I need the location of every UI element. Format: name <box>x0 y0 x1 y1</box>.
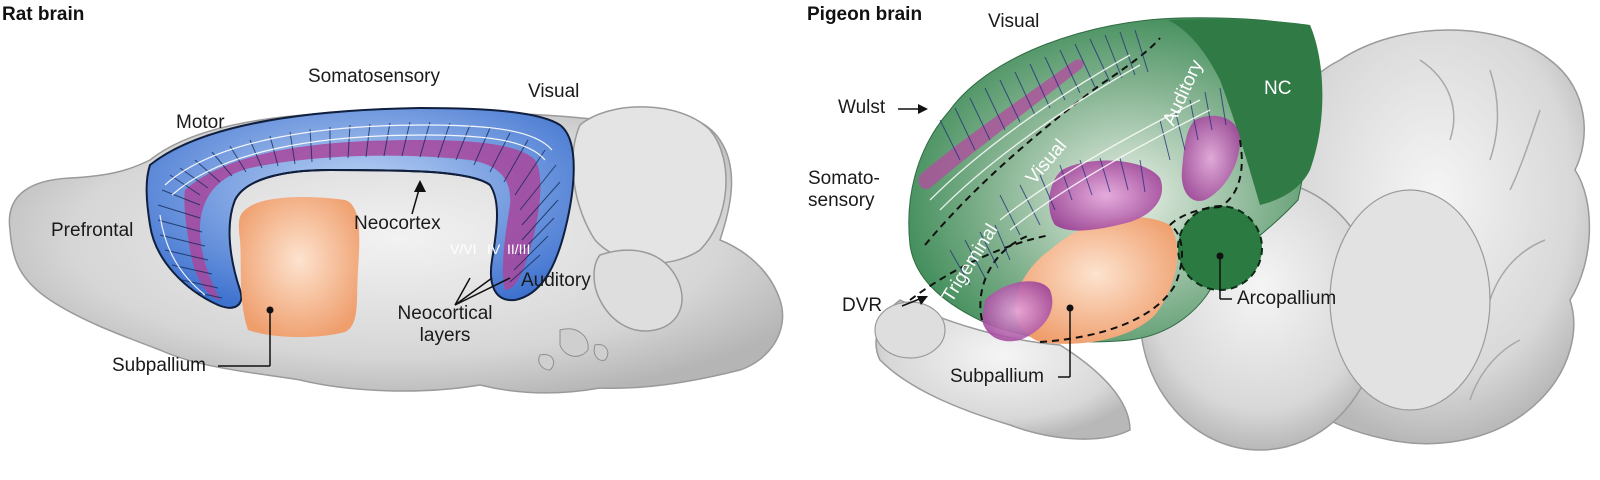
pigeon-subpallium-region <box>1015 217 1178 344</box>
rat-label-layers-ii-iii: II/III <box>507 241 531 257</box>
pigeon-label-somato-line2: sensory <box>808 190 875 211</box>
rat-neocortex-arrowhead <box>414 180 426 192</box>
rat-label-neocortical-line1: Neocortical <box>397 303 493 324</box>
pigeon-white-bands <box>929 54 1211 231</box>
pigeon-label-arcopallium: Arcopallium <box>1237 288 1337 309</box>
rat-subpallium-dot <box>266 306 274 314</box>
pigeon-dashed-boundaries <box>909 37 1243 343</box>
pigeon-label-somato-line1: Somato- <box>808 168 880 189</box>
rat-leader-lines <box>218 185 511 367</box>
rat-label-somatosensory: Somatosensory <box>308 66 441 87</box>
rat-subpallium-region <box>238 197 360 338</box>
rat-brainstem <box>593 249 683 332</box>
rat-label-neocortex: Neocortex <box>354 213 441 234</box>
pigeon-wulst-arrowhead <box>918 104 928 114</box>
rat-label-subpallium: Subpallium <box>112 355 206 376</box>
pigeon-optic-lobe-inner <box>1329 189 1491 411</box>
pigeon-nc-region <box>1168 19 1323 205</box>
rat-label-neocortical-line2: layers <box>419 325 471 346</box>
pigeon-label-somatosensory: Somato- sensory <box>808 168 880 212</box>
pigeon-olfactory-bulb <box>874 301 946 359</box>
pigeon-brain-panel: Pigeon brain Visual Wulst Somato- sensor… <box>800 0 1600 480</box>
pigeon-cerebellum-folds <box>1419 59 1546 401</box>
pigeon-magenta-region-b <box>1181 115 1240 201</box>
rat-neocortex-inner-edge <box>234 168 491 201</box>
rat-label-prefrontal: Prefrontal <box>51 220 134 241</box>
pigeon-label-subpallium: Subpallium <box>950 366 1044 387</box>
pigeon-magenta-region-a <box>1049 160 1163 231</box>
pigeon-label-visual-top: Visual <box>988 11 1040 32</box>
pigeon-panel-title: Pigeon brain <box>807 4 923 25</box>
pigeon-label-wulst: Wulst <box>838 97 886 118</box>
pigeon-dvr-arrowhead <box>917 296 928 305</box>
rat-label-layers-v-vi: V/VI <box>450 241 477 257</box>
rat-neocortex-fibers <box>157 121 561 299</box>
rat-label-visual: Visual <box>528 81 580 102</box>
rat-brain-illustration <box>8 106 784 394</box>
rat-panel-title: Rat brain <box>2 4 85 25</box>
pigeon-arcopallium-dot <box>1216 252 1224 260</box>
rat-brain-base-fragments <box>538 328 609 371</box>
rat-label-layers-iv: IV <box>487 241 501 257</box>
pigeon-brain-illustration <box>874 17 1591 451</box>
rat-neocortex-white-bands <box>159 124 553 296</box>
rat-label-neocortical-layers: Neocortical layers <box>390 303 500 347</box>
pigeon-subpallium-dot <box>1066 304 1074 312</box>
pigeon-label-nc: NC <box>1264 78 1292 99</box>
rat-label-motor: Motor <box>176 112 225 133</box>
rat-label-auditory: Auditory <box>521 270 591 291</box>
pigeon-magenta-region-c <box>982 281 1053 342</box>
rat-cerebellum <box>572 106 727 265</box>
rat-layer-band <box>184 140 541 300</box>
pigeon-label-dvr: DVR <box>842 295 883 316</box>
rat-brain-panel: Rat brain Somatosensory Motor Visual Pre… <box>2 4 784 394</box>
